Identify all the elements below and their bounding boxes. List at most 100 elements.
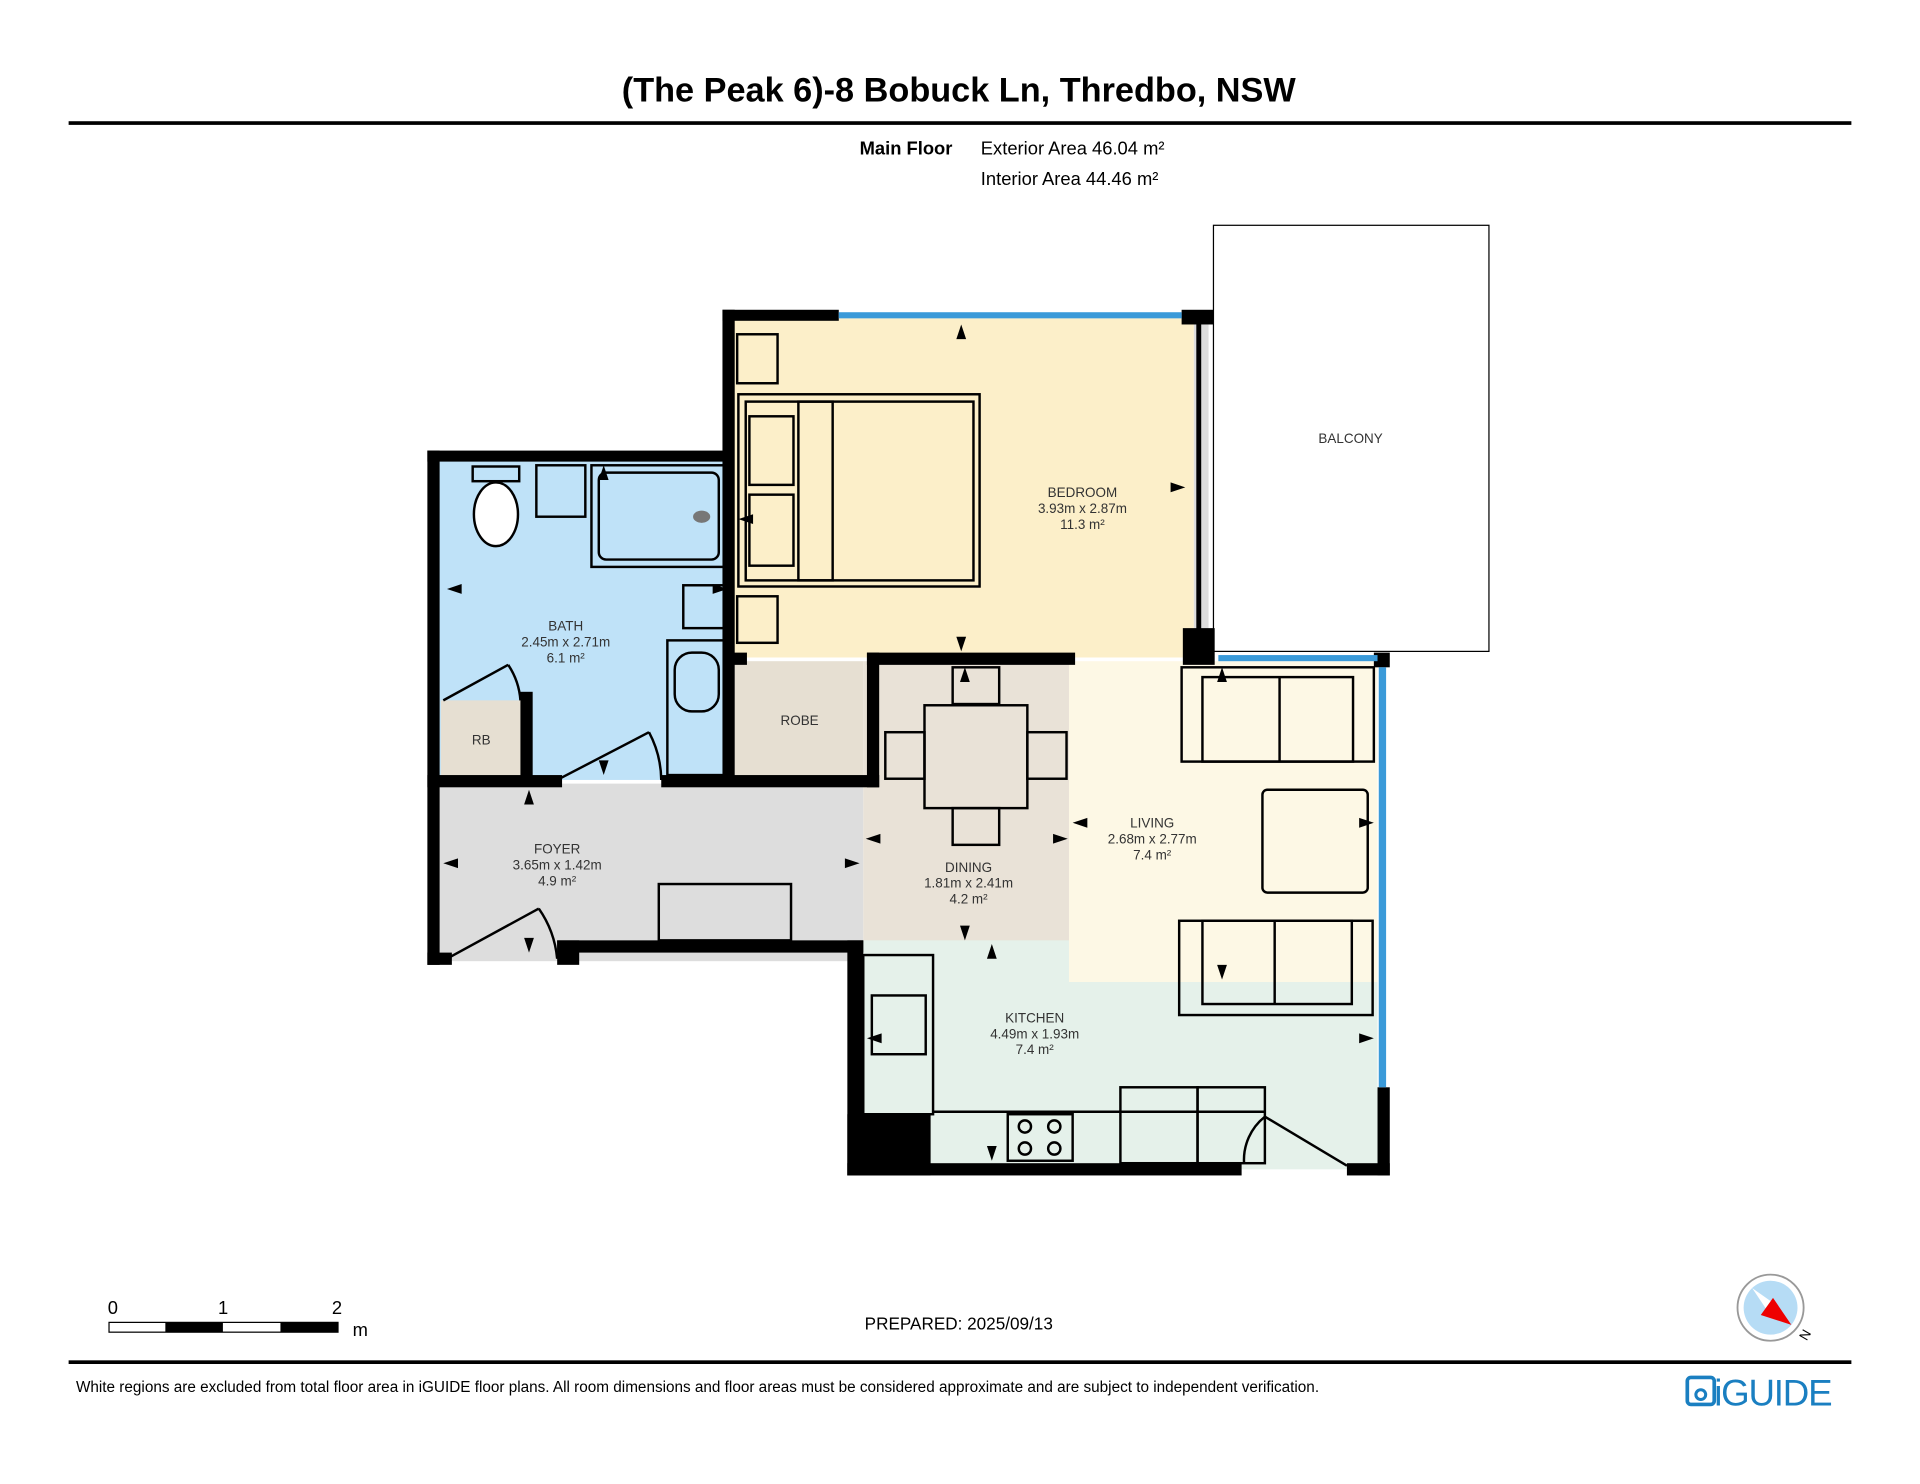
scale-bar: 0 1 2 m [108, 1297, 368, 1340]
furniture-part [693, 510, 711, 523]
room-label-bath: BATH 2.45m x 2.71m 6.1 m² [521, 619, 610, 666]
room-label-kitchen-part: 4.49m x 1.93m [990, 1026, 1079, 1041]
dimension-arrows-part [986, 1146, 997, 1161]
iguide-logo-part [1685, 1375, 1717, 1407]
header-rule [68, 121, 1852, 125]
room-label-living-part: LIVING [1130, 816, 1174, 831]
room-label-kitchen: KITCHEN 4.49m x 1.93m 7.4 m² [990, 1010, 1079, 1057]
kitchen-counter [862, 953, 935, 1116]
balcony-area [1212, 224, 1490, 653]
room-label-dining-part: DINING [945, 860, 992, 875]
scale-bar-part: 1 [218, 1297, 228, 1318]
walls-part [866, 652, 1076, 665]
disclaimer: White regions are excluded from total fl… [76, 1379, 1319, 1396]
walls-part [732, 652, 747, 665]
nightstand [735, 595, 779, 645]
floor-name: Main Floor [860, 137, 953, 158]
room-label-foyer-part: FOYER [534, 841, 581, 856]
furniture-part [1046, 1141, 1062, 1156]
living-area [1068, 661, 1378, 982]
room-label-bedroom-part: 3.93m x 2.87m [1038, 501, 1127, 516]
dimension-arrows-part [1359, 817, 1374, 828]
exterior-area: Exterior Area 46.04 m² [981, 137, 1165, 158]
walls-part [661, 775, 880, 788]
iguide-logo-part: iGUIDE [1714, 1373, 1831, 1414]
furniture-part [1201, 675, 1355, 763]
dimension-arrows-part [956, 324, 967, 340]
prepared-date: PREPARED: 2025/09/13 [865, 1314, 1053, 1334]
room-label-dining: DINING 1.81m x 2.41m 4.2 m² [924, 860, 1013, 907]
windows-part [1378, 667, 1387, 1088]
dimension-arrows-part [866, 1033, 882, 1044]
room-label-bedroom-part: BEDROOM [1048, 485, 1118, 500]
dining-area [863, 661, 1072, 943]
furniture-part [951, 806, 1001, 847]
scale-bar-part: m [353, 1319, 368, 1340]
armchair [1261, 788, 1369, 894]
room-label-bath-part: 6.1 m² [547, 650, 586, 665]
dimension-arrows-part [598, 465, 609, 480]
dimension-arrows-part [443, 858, 458, 869]
walls-part [866, 652, 880, 788]
furniture-part [442, 663, 522, 702]
walls-part [427, 450, 732, 462]
scale-bar-part [280, 1322, 338, 1333]
furniture-part [556, 731, 663, 782]
furniture-part [1017, 1119, 1033, 1134]
walls-part [1181, 309, 1214, 325]
page-title: (The Peak 6)-8 Bobuck Ln, Thredbo, NSW [622, 72, 1297, 110]
scale-bar-part [165, 1322, 223, 1333]
room-label-foyer-part: 3.65m x 1.42m [513, 857, 602, 872]
furniture-part [1201, 919, 1354, 1006]
compass-icon-part [1760, 1297, 1792, 1325]
furniture-part [673, 651, 721, 713]
bedroom-area [732, 318, 1194, 658]
windows [838, 312, 1387, 1088]
walls-part [1196, 320, 1202, 634]
walls-part [557, 940, 580, 965]
furniture-part [748, 415, 795, 487]
furniture-part [471, 465, 521, 483]
walls-part [427, 450, 440, 965]
dimension-arrows-part [712, 584, 728, 594]
room-label-bath-part: 2.45m x 2.71m [521, 634, 610, 649]
nightstand [735, 333, 779, 385]
dimension-arrows-part [844, 858, 860, 869]
furniture-part [1242, 1115, 1348, 1167]
furniture-part [446, 907, 559, 960]
walls-part [1373, 652, 1390, 668]
shower [590, 464, 728, 569]
rb-area [440, 700, 527, 778]
compass-icon-part [1752, 1288, 1774, 1311]
room-label-living-part: 2.68m x 2.77m [1108, 832, 1197, 847]
furniture-part [1196, 1086, 1267, 1165]
room-label-kitchen-part: KITCHEN [1005, 1010, 1064, 1025]
room-label-bedroom: BEDROOM 3.93m x 2.87m 11.3 m² [1038, 485, 1127, 532]
furniture-part [884, 730, 926, 780]
dimension-arrows-part [1217, 667, 1227, 683]
walls-part [427, 952, 452, 965]
dimension-arrows-part [1072, 817, 1088, 828]
dimension-arrows-part [1170, 482, 1186, 493]
furniture-part [870, 994, 927, 1056]
furniture-part [748, 493, 795, 567]
dimension-arrows-part [598, 760, 609, 776]
dimension-arrows-part [986, 944, 997, 959]
room-label-living: LIVING 2.68m x 2.77m 7.4 m² [1108, 816, 1197, 863]
windows-part [838, 312, 1182, 319]
robe-area [734, 661, 864, 778]
furniture-part [1046, 1119, 1062, 1134]
room-label-bedroom-part: 11.3 m² [1060, 517, 1105, 532]
footer-rule [68, 1360, 1852, 1365]
furniture-part [951, 666, 1001, 706]
furniture-part [1026, 730, 1068, 780]
dimension-arrows-part [446, 584, 462, 594]
furniture-part [535, 464, 587, 518]
dimension-arrows-part [956, 636, 967, 652]
balcony-label: BALCONY [1318, 431, 1382, 446]
dimension-arrows-part [524, 789, 534, 805]
dimension-arrows-part [738, 514, 754, 525]
dimension-arrows-part [1359, 1033, 1374, 1044]
interior-area: Interior Area 44.46 m² [981, 168, 1159, 189]
room-fills [434, 224, 1490, 1170]
